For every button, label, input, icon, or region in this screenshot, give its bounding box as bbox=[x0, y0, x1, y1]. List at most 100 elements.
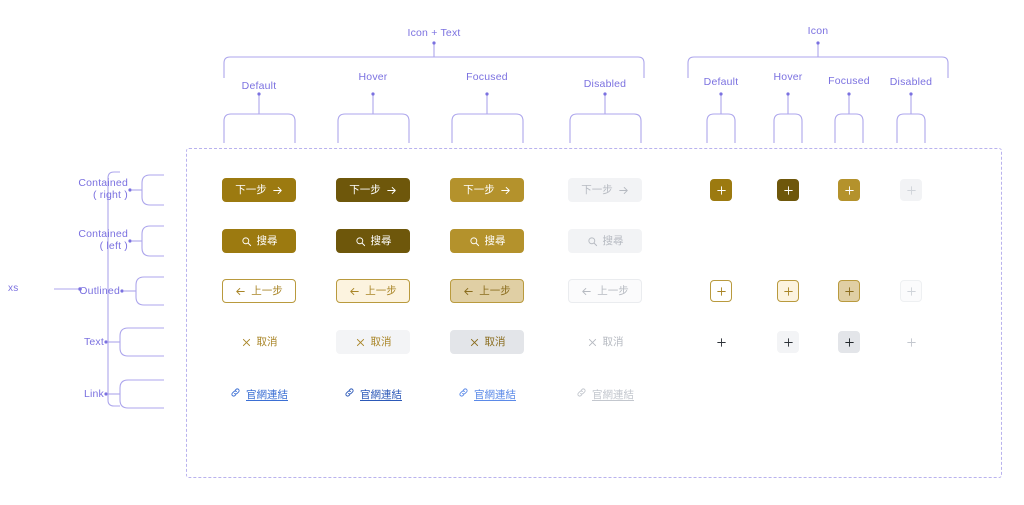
contained-right-button-focused[interactable]: 下一步 bbox=[450, 178, 524, 202]
close-icon bbox=[355, 337, 366, 348]
arrow-right-icon bbox=[386, 185, 397, 196]
text-icon-button-hover[interactable] bbox=[777, 331, 799, 353]
link-icon bbox=[576, 387, 587, 401]
state-label-focused-icon: Focused bbox=[828, 75, 870, 87]
variant-label-line2: ( left ) bbox=[99, 240, 128, 252]
button-cell: 取消 bbox=[545, 326, 665, 358]
text-button-focused[interactable]: 取消 bbox=[450, 330, 524, 354]
link-button-link-default[interactable]: 官網連結 bbox=[230, 387, 288, 402]
icon-button-cell bbox=[701, 275, 741, 307]
button-cell: 下一步 bbox=[199, 174, 319, 206]
text-button-hover[interactable]: 取消 bbox=[336, 330, 410, 354]
contained-right-icon-button-hover[interactable] bbox=[777, 179, 799, 201]
group-label-icon-text: Icon + Text bbox=[407, 27, 461, 39]
contained-left-button-focused[interactable]: 搜尋 bbox=[450, 229, 524, 253]
contained-left-button-disabled[interactable]: 搜尋 bbox=[568, 229, 642, 253]
button-cell: 下一步 bbox=[313, 174, 433, 206]
arrow-right-icon bbox=[500, 185, 511, 196]
button-cell: 搜尋 bbox=[199, 225, 319, 257]
search-icon bbox=[241, 236, 252, 247]
variant-label-line1: Contained bbox=[78, 177, 128, 189]
plus-icon bbox=[716, 286, 727, 297]
button-cell: 上一步 bbox=[199, 275, 319, 307]
outlined-icon-button-default[interactable] bbox=[710, 280, 732, 302]
link-button-link-focused[interactable]: 官網連結 bbox=[458, 387, 516, 402]
icon-button-cell bbox=[829, 275, 869, 307]
contained-right-icon-button-disabled[interactable] bbox=[900, 179, 922, 201]
arrow-left-icon bbox=[581, 286, 592, 297]
contained-left-button-hover[interactable]: 搜尋 bbox=[336, 229, 410, 253]
button-label: 官網連結 bbox=[592, 388, 634, 401]
state-label-disabled-icon: Disabled bbox=[889, 76, 933, 88]
variant-label-contained-left: Contained ( left ) bbox=[78, 228, 128, 252]
outlined-button-focused[interactable]: 上一步 bbox=[450, 279, 524, 303]
contained-right-button-default[interactable]: 下一步 bbox=[222, 178, 296, 202]
button-cell: 官網連結 bbox=[545, 378, 665, 410]
link-button-link-disabled[interactable]: 官網連結 bbox=[576, 387, 634, 402]
button-cell: 搜尋 bbox=[545, 225, 665, 257]
button-label: 下一步 bbox=[349, 183, 381, 196]
outlined-icon-button-focused[interactable] bbox=[838, 280, 860, 302]
button-cell: 下一步 bbox=[545, 174, 665, 206]
text-icon-button-disabled[interactable] bbox=[900, 331, 922, 353]
plus-icon bbox=[906, 286, 917, 297]
contained-right-button-disabled[interactable]: 下一步 bbox=[568, 178, 642, 202]
outlined-button-default[interactable]: 上一步 bbox=[222, 279, 296, 303]
button-label: 取消 bbox=[370, 335, 392, 348]
text-button-disabled[interactable]: 取消 bbox=[568, 330, 642, 354]
button-label: 上一步 bbox=[251, 284, 283, 297]
outlined-button-disabled[interactable]: 上一步 bbox=[568, 279, 642, 303]
button-cell: 取消 bbox=[427, 326, 547, 358]
contained-left-button-default[interactable]: 搜尋 bbox=[222, 229, 296, 253]
button-label: 取消 bbox=[602, 335, 624, 348]
button-label: 下一步 bbox=[463, 183, 495, 196]
button-label: 下一步 bbox=[235, 183, 267, 196]
text-icon-button-default[interactable] bbox=[710, 331, 732, 353]
button-label: 官網連結 bbox=[246, 388, 288, 401]
contained-right-icon-button-default[interactable] bbox=[710, 179, 732, 201]
icon-button-cell bbox=[891, 174, 931, 206]
contained-right-icon-button-focused[interactable] bbox=[838, 179, 860, 201]
button-cell: 上一步 bbox=[427, 275, 547, 307]
button-label: 上一步 bbox=[365, 284, 397, 297]
arrow-left-icon bbox=[349, 286, 360, 297]
button-cell: 上一步 bbox=[313, 275, 433, 307]
variant-label-text: Text bbox=[83, 336, 104, 348]
close-icon bbox=[587, 337, 598, 348]
button-cell: 下一步 bbox=[427, 174, 547, 206]
search-icon bbox=[587, 236, 598, 247]
arrow-right-icon bbox=[618, 185, 629, 196]
plus-icon bbox=[716, 337, 727, 348]
variant-label-line1: Contained bbox=[78, 228, 128, 240]
button-label: 取消 bbox=[484, 335, 506, 348]
outlined-button-hover[interactable]: 上一步 bbox=[336, 279, 410, 303]
state-label-hover-icon-text: Hover bbox=[358, 71, 388, 83]
plus-icon bbox=[844, 286, 855, 297]
button-cell: 取消 bbox=[313, 326, 433, 358]
button-label: 上一步 bbox=[597, 284, 629, 297]
variant-label-outlined: Outlined bbox=[79, 285, 120, 297]
state-label-focused-icon-text: Focused bbox=[466, 71, 508, 83]
arrow-left-icon bbox=[463, 286, 474, 297]
text-button-default[interactable]: 取消 bbox=[222, 330, 296, 354]
icon-button-cell bbox=[829, 174, 869, 206]
icon-button-cell bbox=[829, 326, 869, 358]
button-label: 官網連結 bbox=[474, 388, 516, 401]
button-grid: 下一步 下一步 下一步 下一步搜尋 搜尋 搜尋 搜尋上一步 上一步 上一步 上一步取消 取消 取消 取消… bbox=[186, 148, 1000, 476]
outlined-icon-button-hover[interactable] bbox=[777, 280, 799, 302]
close-icon bbox=[241, 337, 252, 348]
outlined-icon-button-disabled[interactable] bbox=[900, 280, 922, 302]
arrow-left-icon bbox=[235, 286, 246, 297]
close-icon bbox=[469, 337, 480, 348]
plus-icon bbox=[783, 286, 794, 297]
arrow-right-icon bbox=[272, 185, 283, 196]
variant-label-link: Link bbox=[83, 388, 104, 400]
text-icon-button-focused[interactable] bbox=[838, 331, 860, 353]
contained-right-button-hover[interactable]: 下一步 bbox=[336, 178, 410, 202]
state-label-default-icon: Default bbox=[703, 76, 739, 88]
link-icon bbox=[230, 387, 241, 401]
link-button-link-hover[interactable]: 官網連結 bbox=[344, 387, 402, 402]
button-cell: 上一步 bbox=[545, 275, 665, 307]
state-label-hover-icon: Hover bbox=[773, 71, 803, 83]
